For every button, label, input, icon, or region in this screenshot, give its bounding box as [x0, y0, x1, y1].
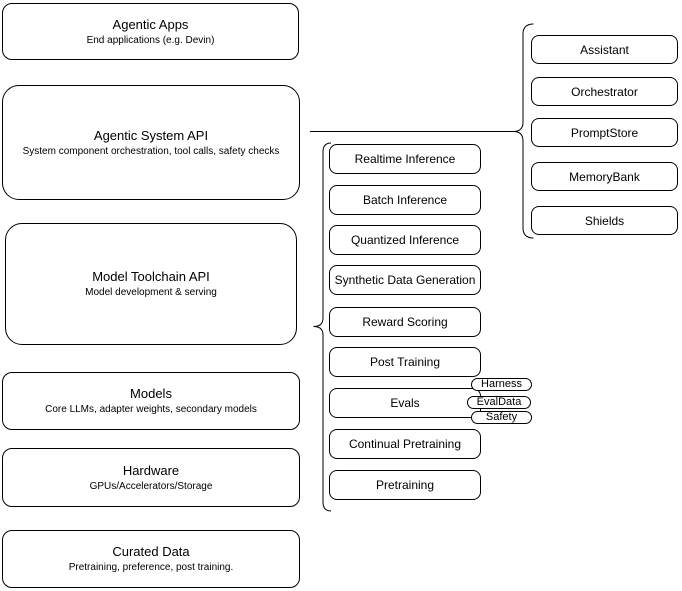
node-model-toolchain-api: Model Toolchain API Model development & … — [5, 223, 297, 345]
node-reward-scoring: Reward Scoring — [329, 307, 481, 337]
node-title: Model Toolchain API — [92, 269, 210, 284]
pill-label: EvalData — [476, 396, 522, 408]
node-memorybank: MemoryBank — [531, 162, 678, 191]
node-title: Curated Data — [112, 544, 190, 559]
node-label: Assistant — [580, 42, 629, 57]
node-label: Batch Inference — [362, 193, 448, 207]
node-realtime-inference: Realtime Inference — [329, 144, 481, 174]
node-post-training: Post Training — [329, 347, 481, 377]
node-pretraining: Pretraining — [329, 470, 481, 500]
pill-label: Safety — [485, 411, 518, 423]
pill-evaldata: EvalData — [467, 396, 531, 409]
node-quantized-inference: Quantized Inference — [329, 225, 481, 255]
node-shields: Shields — [531, 206, 678, 235]
node-label: Post Training — [369, 355, 441, 369]
pill-label: Harness — [481, 378, 522, 390]
node-subtitle: Core LLMs, adapter weights, secondary mo… — [45, 404, 257, 415]
node-title: Hardware — [122, 462, 180, 478]
node-label: Pretraining — [375, 478, 435, 492]
node-title: Agentic System API — [93, 127, 209, 143]
node-label: PromptStore — [570, 125, 639, 140]
node-subtitle: Model development & serving — [85, 287, 217, 298]
pill-harness: Harness — [471, 378, 532, 391]
node-title: Agentic Apps — [112, 16, 189, 32]
node-label: Evals — [390, 396, 420, 410]
node-continual-pretraining: Continual Pretraining — [329, 429, 481, 459]
node-label: Continual Pretraining — [348, 437, 462, 451]
node-evals: Evals — [329, 388, 481, 418]
node-models: Models Core LLMs, adapter weights, secon… — [2, 372, 300, 430]
node-orchestrator: Orchestrator — [531, 77, 678, 106]
node-label: Shields — [584, 213, 625, 228]
node-label: Realtime Inference — [354, 152, 456, 166]
node-agentic-system-api: Agentic System API System component orch… — [2, 85, 300, 200]
node-subtitle: GPUs/Accelerators/Storage — [89, 480, 213, 492]
node-label: Reward Scoring — [362, 315, 448, 329]
node-label: Synthetic Data Generation — [334, 273, 476, 287]
node-subtitle: End applications (e.g. Devin) — [86, 34, 215, 46]
node-batch-inference: Batch Inference — [329, 185, 481, 215]
node-assistant: Assistant — [531, 35, 678, 64]
node-subtitle: Pretraining, preference, post training. — [68, 562, 234, 573]
node-agentic-apps: Agentic Apps End applications (e.g. Devi… — [2, 3, 299, 60]
node-curated-data: Curated Data Pretraining, preference, po… — [2, 530, 300, 588]
node-label: MemoryBank — [569, 169, 640, 184]
node-synthetic-data-generation: Synthetic Data Generation — [329, 265, 481, 295]
node-label: Orchestrator — [571, 84, 638, 99]
pill-safety: Safety — [471, 411, 532, 424]
node-label: Quantized Inference — [350, 233, 460, 247]
node-promptstore: PromptStore — [531, 118, 678, 147]
node-subtitle: System component orchestration, tool cal… — [22, 145, 280, 157]
node-title: Models — [130, 386, 172, 401]
node-hardware: Hardware GPUs/Accelerators/Storage — [2, 448, 300, 507]
